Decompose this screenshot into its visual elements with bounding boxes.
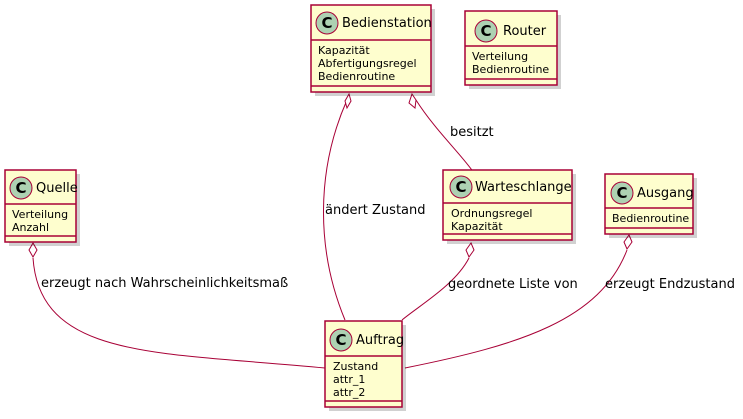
class-badge-icon [474,19,498,43]
class-attribute: Abfertigungsregel [318,57,417,70]
relation-label: besitzt [450,125,494,140]
class-name: Router [503,24,547,39]
class-attribute: Verteilung [12,208,68,221]
class-warteschlange: C Warteschlange Ordnungsregel Kapazität [442,169,576,244]
aggregation-diamond [465,241,475,259]
relation-label: erzeugt nach Wahrscheinlichkeitsmaß [41,276,288,291]
class-badge-icon [449,175,473,199]
relation-line [32,257,326,369]
class-attribute: Ordnungsregel [451,207,532,220]
class-attribute: attr_2 [333,386,365,399]
aggregation-diamond [623,233,633,251]
class-badge-icon [610,181,634,205]
aggregation-diamond [344,92,352,110]
class-badge-icon [329,328,353,352]
class-bedienstation: C Bedienstation Kapazität Abfertigungsre… [310,4,435,96]
class-badge-icon [9,176,33,200]
class-name: Bedienstation [342,16,432,31]
class-quelle: C Quelle Verteilung Anzahl [4,169,80,246]
class-badge-letter: C [480,22,491,40]
class-attribute: Kapazität [318,44,370,57]
class-attribute: Verteilung [472,50,528,63]
class-attribute: Bedienroutine [612,212,689,225]
class-badge-letter: C [616,184,627,202]
class-name: Quelle [36,181,78,196]
class-attribute: Kapazität [451,220,503,233]
aggregation-diamond [408,92,417,109]
aggregation-diamond [28,241,38,259]
class-badge-letter: C [321,14,332,32]
relation-label: geordnete Liste von [448,277,578,292]
class-attribute: Bedienroutine [472,63,549,76]
class-name: Warteschlange [475,180,572,195]
class-router: C Router Verteilung Bedienroutine [464,10,561,89]
relation-bedienstation-auftrag: ändert Zustand [323,92,426,321]
relation-line [415,99,475,174]
class-badge-icon [315,11,339,35]
class-badge-letter: C [455,178,466,196]
class-attribute: Anzahl [12,221,49,234]
class-attribute: Zustand [333,360,378,373]
relation-ausgang-auftrag: erzeugt Endzustand [404,233,735,369]
class-badge-letter: C [335,331,346,349]
class-badge-letter: C [15,179,26,197]
class-auftrag: C Auftrag Zustand attr_1 attr_2 [324,320,406,411]
relation-label: erzeugt Endzustand [605,277,735,292]
class-name: Ausgang [637,186,694,201]
relation-quelle-auftrag: erzeugt nach Wahrscheinlichkeitsmaß [28,241,326,369]
relation-line [401,257,470,321]
class-name: Auftrag [356,333,404,348]
class-attribute: attr_1 [333,373,365,386]
class-ausgang: C Ausgang Bedienroutine [604,173,697,238]
relation-line [404,249,628,369]
relation-warteschlange-auftrag: geordnete Liste von [401,241,578,321]
class-attribute: Bedienroutine [318,70,395,83]
relation-bedienstation-warteschlange: besitzt [408,92,494,174]
relation-label: ändert Zustand [325,203,426,218]
relation-line [323,99,348,321]
